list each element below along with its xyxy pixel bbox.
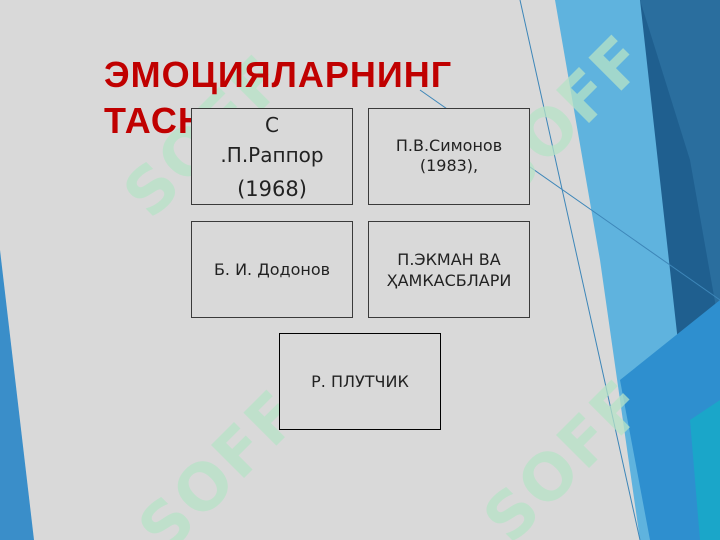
classification-box-ekman: П.ЭКМАН ВА ҲАМКАСБЛАРИ	[368, 221, 530, 318]
right-mid-panel	[640, 0, 720, 330]
classification-box-plutchik: Р. ПЛУТЧИК	[279, 333, 441, 430]
accent-line-1	[519, 0, 641, 540]
box-text-line: Б. И. Додонов	[213, 259, 331, 279]
classification-box-rapport: С .П.Раппор (1968)	[191, 108, 353, 205]
classification-box-dodonov: Б. И. Додонов	[191, 221, 353, 318]
box-text-line: С	[265, 112, 279, 137]
box-text-line: П.В.Симонов	[395, 136, 503, 155]
classification-box-simonov: П.В.Симонов (1983),	[368, 108, 530, 205]
box-text-line: Р. ПЛУТЧИК	[311, 371, 409, 391]
box-text-line: П.ЭКМАН ВА	[397, 249, 501, 269]
left-blue-band	[0, 250, 34, 540]
box-text-line: ҲАМКАСБЛАРИ	[386, 270, 512, 290]
box-text-line: (1983),	[419, 156, 479, 175]
box-text-line: .П.Раппор	[220, 142, 324, 167]
box-text-line: (1968)	[237, 176, 307, 201]
right-teal-strip	[690, 400, 720, 540]
